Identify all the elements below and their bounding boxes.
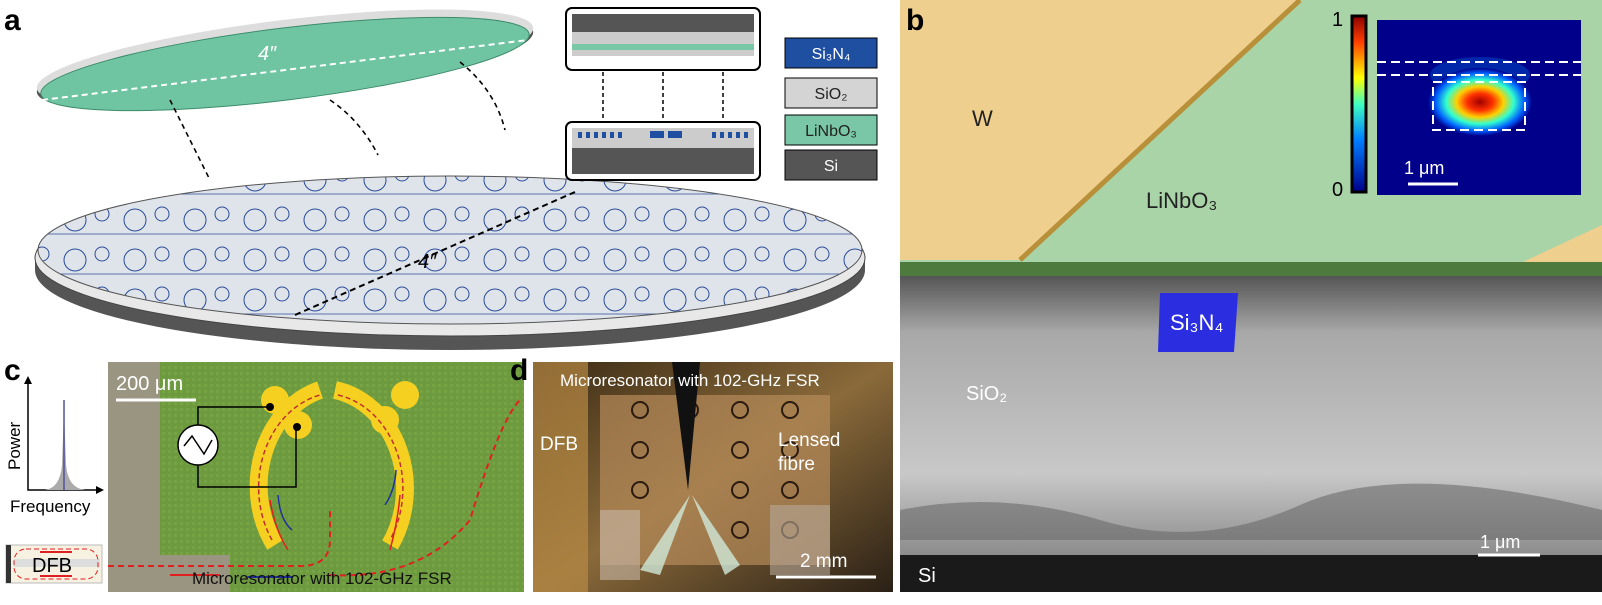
wafer-top-size: 4″ <box>258 43 277 65</box>
transfer-arrows <box>169 61 506 181</box>
linbo3-wafer: 4″ <box>36 9 534 112</box>
si-label: Si <box>918 565 936 587</box>
colorbar-min: 0 <box>1332 179 1343 201</box>
panel-label-b: b <box>906 4 924 37</box>
spectrum-plot: Power Frequency <box>5 376 104 516</box>
ramp-generator <box>177 403 301 488</box>
patterned-wafer: 4″ <box>34 175 866 350</box>
legend-label-si3n4: Si₃N₄ <box>812 46 851 63</box>
panel-c: c Power Frequency DFB <box>4 354 524 592</box>
fibre-label-line2: fibre <box>778 454 815 475</box>
diameter-arrow <box>294 191 576 316</box>
legend-label-si: Si <box>824 158 838 175</box>
panel-d: Microresonator with 102-GHz FSR DFB Lens… <box>510 354 893 592</box>
microscope-image: 200 μm Microresonator with 102-GHz FSR <box>108 362 524 592</box>
dfb-label: DFB <box>32 555 72 577</box>
panel-b: W LiNbO₃ Si₃N₄ SiO₂ Si 1 μm b 1 0 1 μm <box>900 0 1602 592</box>
linbo3-label: LiNbO₃ <box>1146 188 1217 213</box>
inset-scale-bar-label: 1 μm <box>1404 158 1444 178</box>
legend-swatch-si <box>784 149 878 181</box>
optical-mode <box>1428 68 1532 136</box>
tungsten-electrode <box>900 0 1300 260</box>
cross-section-schematic <box>565 7 761 181</box>
si3n4-waveguide <box>1158 293 1238 352</box>
scale-bar-label: 1 μm <box>1480 532 1520 552</box>
panel-a: a 4″ 4″ <box>4 4 878 350</box>
si3n4-label: Si₃N₄ <box>1170 310 1223 335</box>
panel-label-c: c <box>4 354 21 387</box>
legend-swatch-linbo3 <box>784 114 878 146</box>
w-label: W <box>972 106 993 131</box>
sio2-label: SiO₂ <box>966 383 1007 405</box>
colorbar-max: 1 <box>1332 9 1343 31</box>
legend-label-sio2: SiO₂ <box>815 86 848 103</box>
material-legend: Si₃N₄ SiO₂ LiNbO₃ Si <box>784 37 878 181</box>
panel-label-a: a <box>4 4 21 37</box>
wafer-bottom-size: 4″ <box>418 251 437 273</box>
dfb-laser: DFB <box>5 544 103 584</box>
scale-bar-label: 200 μm <box>116 373 183 395</box>
dfb-label: DFB <box>540 434 578 455</box>
x-axis-label: Frequency <box>10 497 91 516</box>
diameter-arrow <box>41 39 529 101</box>
mode-profile-inset: 1 0 1 μm <box>1332 9 1581 201</box>
microresonator-caption: Microresonator with 102-GHz FSR <box>192 569 452 588</box>
y-axis-label: Power <box>5 421 24 470</box>
legend-label-linbo3: LiNbO₃ <box>805 123 857 140</box>
si-substrate <box>900 555 1602 592</box>
legend-swatch-si3n4 <box>784 37 878 69</box>
colorbar <box>1350 14 1368 194</box>
photo-title: Microresonator with 102-GHz FSR <box>560 371 820 390</box>
scale-bar-label: 2 mm <box>800 551 848 572</box>
panel-label-d: d <box>510 354 528 387</box>
fibre-label-line1: Lensed <box>778 430 840 451</box>
legend-swatch-sio2 <box>784 77 878 109</box>
